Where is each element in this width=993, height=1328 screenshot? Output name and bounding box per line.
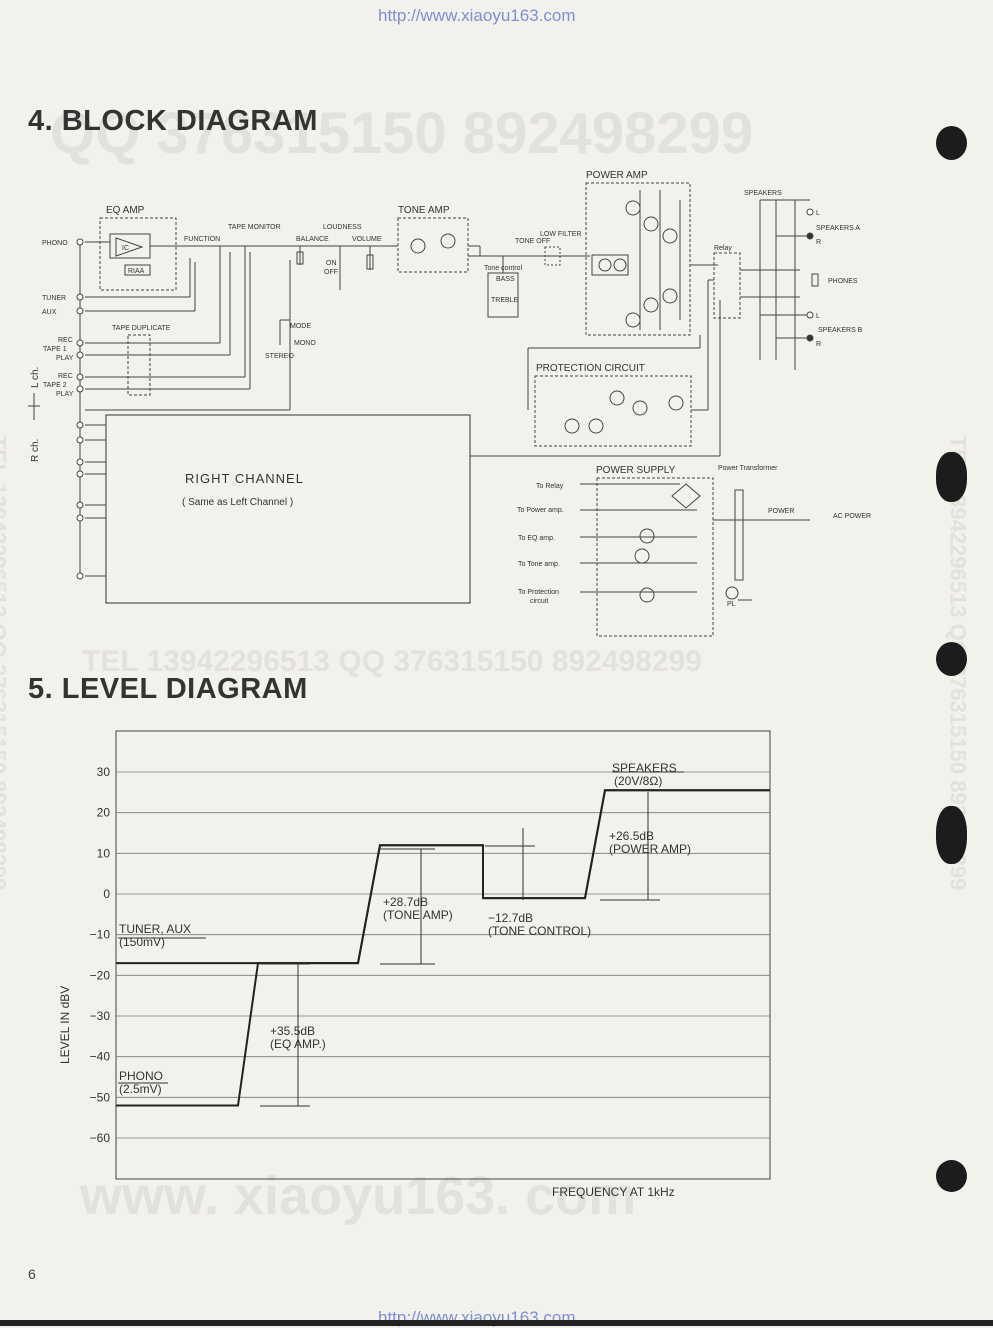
ann-tone-control: (TONE CONTROL) (488, 924, 591, 938)
label-treble: TREBLE (491, 297, 519, 304)
label-ic: IC (122, 245, 129, 252)
y-tick-label: 20 (97, 806, 111, 820)
label-tape-monitor: TAPE MONITOR (228, 224, 281, 231)
label-tone-control: Tone control (484, 265, 523, 272)
label-rec1: REC (58, 337, 73, 344)
ann-phono-val: (2.5mV) (119, 1082, 162, 1096)
label-r-ch: R ch. (30, 439, 41, 462)
label-low-filter: LOW FILTER (540, 231, 581, 238)
x-axis-label: FREQUENCY AT 1kHz (552, 1185, 675, 1199)
label-protection-circuit: PROTECTION CIRCUIT (536, 363, 645, 374)
y-tick-label: 30 (97, 765, 111, 779)
ann-tuner-aux: TUNER, AUX (119, 922, 191, 936)
label-speakers-a-r: R (816, 239, 821, 246)
label-phono: PHONO (42, 240, 68, 247)
series-line-phono (116, 789, 770, 1107)
label-right-channel-sub: ( Same as Left Channel ) (182, 497, 293, 508)
level-diagram-title: 5. LEVEL DIAGRAM (28, 673, 308, 705)
label-mode: MODE (290, 323, 311, 330)
label-bass: BASS (496, 276, 515, 283)
label-tone-off: TONE OFF (515, 238, 550, 245)
page-number: 6 (28, 1266, 36, 1282)
ann-power-gain: +26.5dB (609, 829, 654, 843)
label-riaa: RIAA (128, 268, 145, 275)
label-to-eq-amp: To EQ amp. (518, 535, 555, 542)
label-tape2: TAPE 2 (43, 382, 67, 389)
ann-speakers: SPEAKERS (612, 761, 677, 775)
y-tick-label: −40 (90, 1050, 111, 1064)
y-tick-label: −60 (90, 1131, 111, 1145)
y-axis-label: LEVEL IN dBV (58, 986, 72, 1064)
label-play2: PLAY (56, 391, 74, 398)
header-url[interactable]: http://www.xiaoyu163.com (378, 6, 576, 25)
block-diagram-title: 4. BLOCK DIAGRAM (28, 105, 318, 137)
watermark-top: QQ 376315150 892498299 (50, 101, 754, 166)
label-to-protection: To Protection (518, 589, 559, 596)
ann-power-amp: (POWER AMP) (609, 842, 691, 856)
label-ac-power: AC POWER (833, 513, 871, 520)
label-power-transformer: Power Transformer (718, 465, 778, 472)
bottom-edge (0, 1320, 993, 1326)
label-power-supply: POWER SUPPLY (596, 465, 676, 476)
label-speakers-b-l: L (816, 313, 820, 320)
watermark-bottom: www. xiaoyu163. com (80, 1166, 637, 1226)
label-speakers-b-r: R (816, 341, 821, 348)
y-tick-label: −30 (90, 1009, 111, 1023)
label-circuit: circuit (530, 598, 548, 605)
label-power: POWER (768, 508, 794, 515)
label-relay: Relay (714, 245, 732, 252)
label-volume: VOLUME (352, 236, 382, 243)
watermark-middle: TEL 13942296513 QQ 376315150 892498299 (82, 645, 702, 678)
y-tick-label: 0 (103, 887, 110, 901)
label-eq-amp: EQ AMP (106, 205, 145, 216)
label-speakers-b: SPEAKERS B (818, 327, 863, 334)
ann-eq-amp: (EQ AMP.) (270, 1037, 326, 1051)
binder-hole (936, 452, 967, 502)
label-play1: PLAY (56, 355, 74, 362)
label-phones: PHONES (828, 278, 858, 285)
ann-phono: PHONO (119, 1069, 163, 1083)
y-tick-label: −10 (90, 928, 111, 942)
level-diagram: 30 20 10 0 −10 −20 −30 −40 −50 −60 SPEAKERS (20V/… (58, 730, 771, 1199)
label-balance: BALANCE (296, 236, 329, 243)
series-line-tuner-aux (116, 789, 770, 965)
y-tick-label: −20 (90, 968, 111, 982)
ann-tone-ctrl-gain: −12.7dB (488, 911, 533, 925)
label-speakers: SPEAKERS (744, 190, 782, 197)
label-aux: AUX (42, 309, 57, 316)
ann-eq-gain: +35.5dB (270, 1024, 315, 1038)
label-stereo: STEREO (265, 353, 294, 360)
label-loudness: LOUDNESS (323, 224, 362, 231)
label-rec2: REC (58, 373, 73, 380)
label-pl: PL (727, 601, 736, 608)
ann-tone-amp: (TONE AMP) (383, 908, 453, 922)
ann-tone-gain: +28.7dB (383, 895, 428, 909)
label-tuner: TUNER (42, 295, 66, 302)
label-right-channel: RIGHT CHANNEL (185, 471, 304, 486)
label-speakers-a-l: L (816, 210, 820, 217)
y-tick-label: 10 (97, 846, 111, 860)
binder-hole (936, 642, 967, 676)
label-tape-duplicate: TAPE DUPLICATE (112, 325, 171, 332)
label-to-relay: To Relay (536, 483, 564, 490)
binder-hole (936, 1160, 967, 1192)
label-power-amp: POWER AMP (586, 170, 648, 181)
label-tape1: TAPE 1 (43, 346, 67, 353)
binder-hole (936, 806, 967, 864)
block-diagram: EQ AMP TONE AMP POWER AMP PROTECTION CIR… (28, 170, 871, 637)
binder-hole (936, 126, 967, 160)
label-speakers-a: SPEAKERS A (816, 225, 860, 232)
ann-speakers-val: (20V/8Ω) (614, 774, 662, 788)
label-to-tone-amp: To Tone amp. (518, 561, 560, 568)
label-function: FUNCTION (184, 236, 220, 243)
label-l-ch: L ch. (30, 367, 41, 388)
label-off: OFF (324, 269, 338, 276)
label-to-power-amp: To Power amp. (517, 507, 564, 514)
ann-tuner-val: (150mV) (119, 935, 165, 949)
y-tick-label: −50 (90, 1090, 111, 1104)
label-tone-amp: TONE AMP (398, 205, 450, 216)
label-mono: MONO (294, 340, 316, 347)
label-on: ON (326, 260, 337, 267)
